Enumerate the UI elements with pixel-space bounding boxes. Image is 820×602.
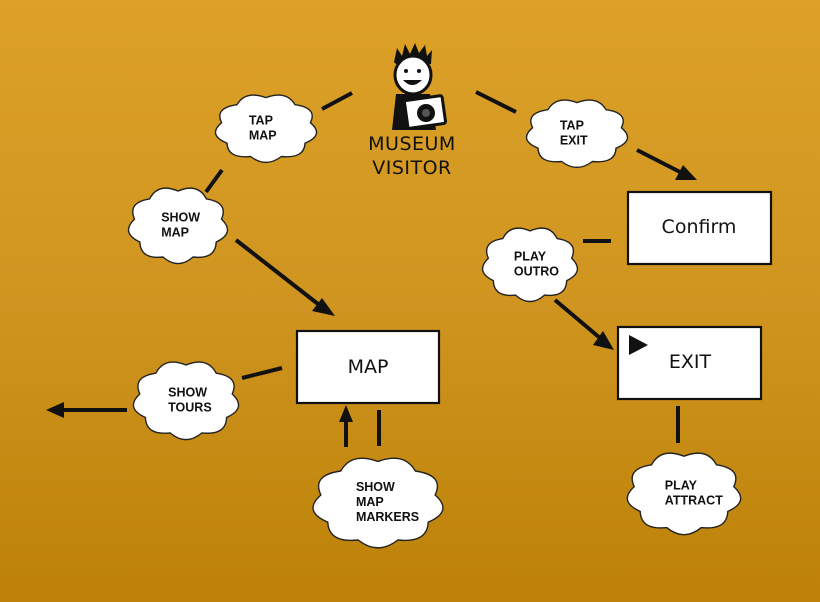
cloud-label-line: MAP: [356, 495, 384, 509]
cloud-label-line: SHOW: [356, 480, 395, 494]
cloud-label-line: MAP: [249, 129, 277, 143]
cloud-label-line: ATTRACT: [665, 494, 723, 508]
connector-map-show-tours: [241, 366, 283, 380]
actor-label-line1: MUSEUM: [368, 133, 456, 155]
actor-label-line2: VISITOR: [372, 157, 452, 179]
node-confirm-label: Confirm: [662, 216, 737, 238]
arrowhead-to-exit: [593, 331, 614, 350]
cloud-label-line: EXIT: [560, 134, 588, 148]
cloud-label-line: TAP: [560, 119, 584, 133]
cloud-shape: [214, 94, 318, 164]
connector-actor-tap-exit: [475, 90, 517, 114]
cloud-label-line: SHOW: [161, 211, 200, 225]
play-triangle-icon: [629, 335, 648, 355]
node-map-label: MAP: [348, 356, 389, 378]
cloud-label-line: SHOW: [168, 386, 207, 400]
cloud-shape: [132, 361, 240, 441]
connector-play-outro-exit: [553, 298, 602, 340]
cloud-label-line: PLAY: [514, 250, 547, 264]
arrowhead-offscreen-left: [46, 402, 64, 418]
connector-tap-exit-confirm: [636, 148, 681, 174]
connector-actor-tap-map: [321, 91, 353, 111]
arrowhead-up-to-map: [339, 405, 353, 422]
cloud-label-line: TOURS: [168, 401, 212, 415]
arrowhead-to-confirm: [675, 165, 697, 180]
node-exit-label: EXIT: [669, 351, 712, 373]
connector-tap-map-show-map: [204, 168, 224, 194]
node-exit: EXIT: [616, 325, 763, 401]
cloud-shape: [312, 457, 444, 549]
person-with-camera-icon: [392, 43, 448, 130]
cloud-shape: [626, 452, 742, 536]
node-confirm: Confirm: [626, 190, 773, 266]
cloud-label-line: PLAY: [665, 479, 698, 493]
cloud-label-line: OUTRO: [514, 265, 559, 279]
node-map: MAP: [295, 329, 441, 405]
cloud-shape: [481, 227, 579, 303]
cloud-label-line: MAP: [161, 226, 189, 240]
connector-show-map-map: [234, 238, 320, 306]
cloud-shape: [525, 99, 629, 169]
cloud-label-line: TAP: [249, 114, 273, 128]
cloud-shape: [127, 187, 229, 265]
cloud-label-line: MARKERS: [356, 510, 419, 524]
arrowhead-to-map: [312, 298, 335, 316]
